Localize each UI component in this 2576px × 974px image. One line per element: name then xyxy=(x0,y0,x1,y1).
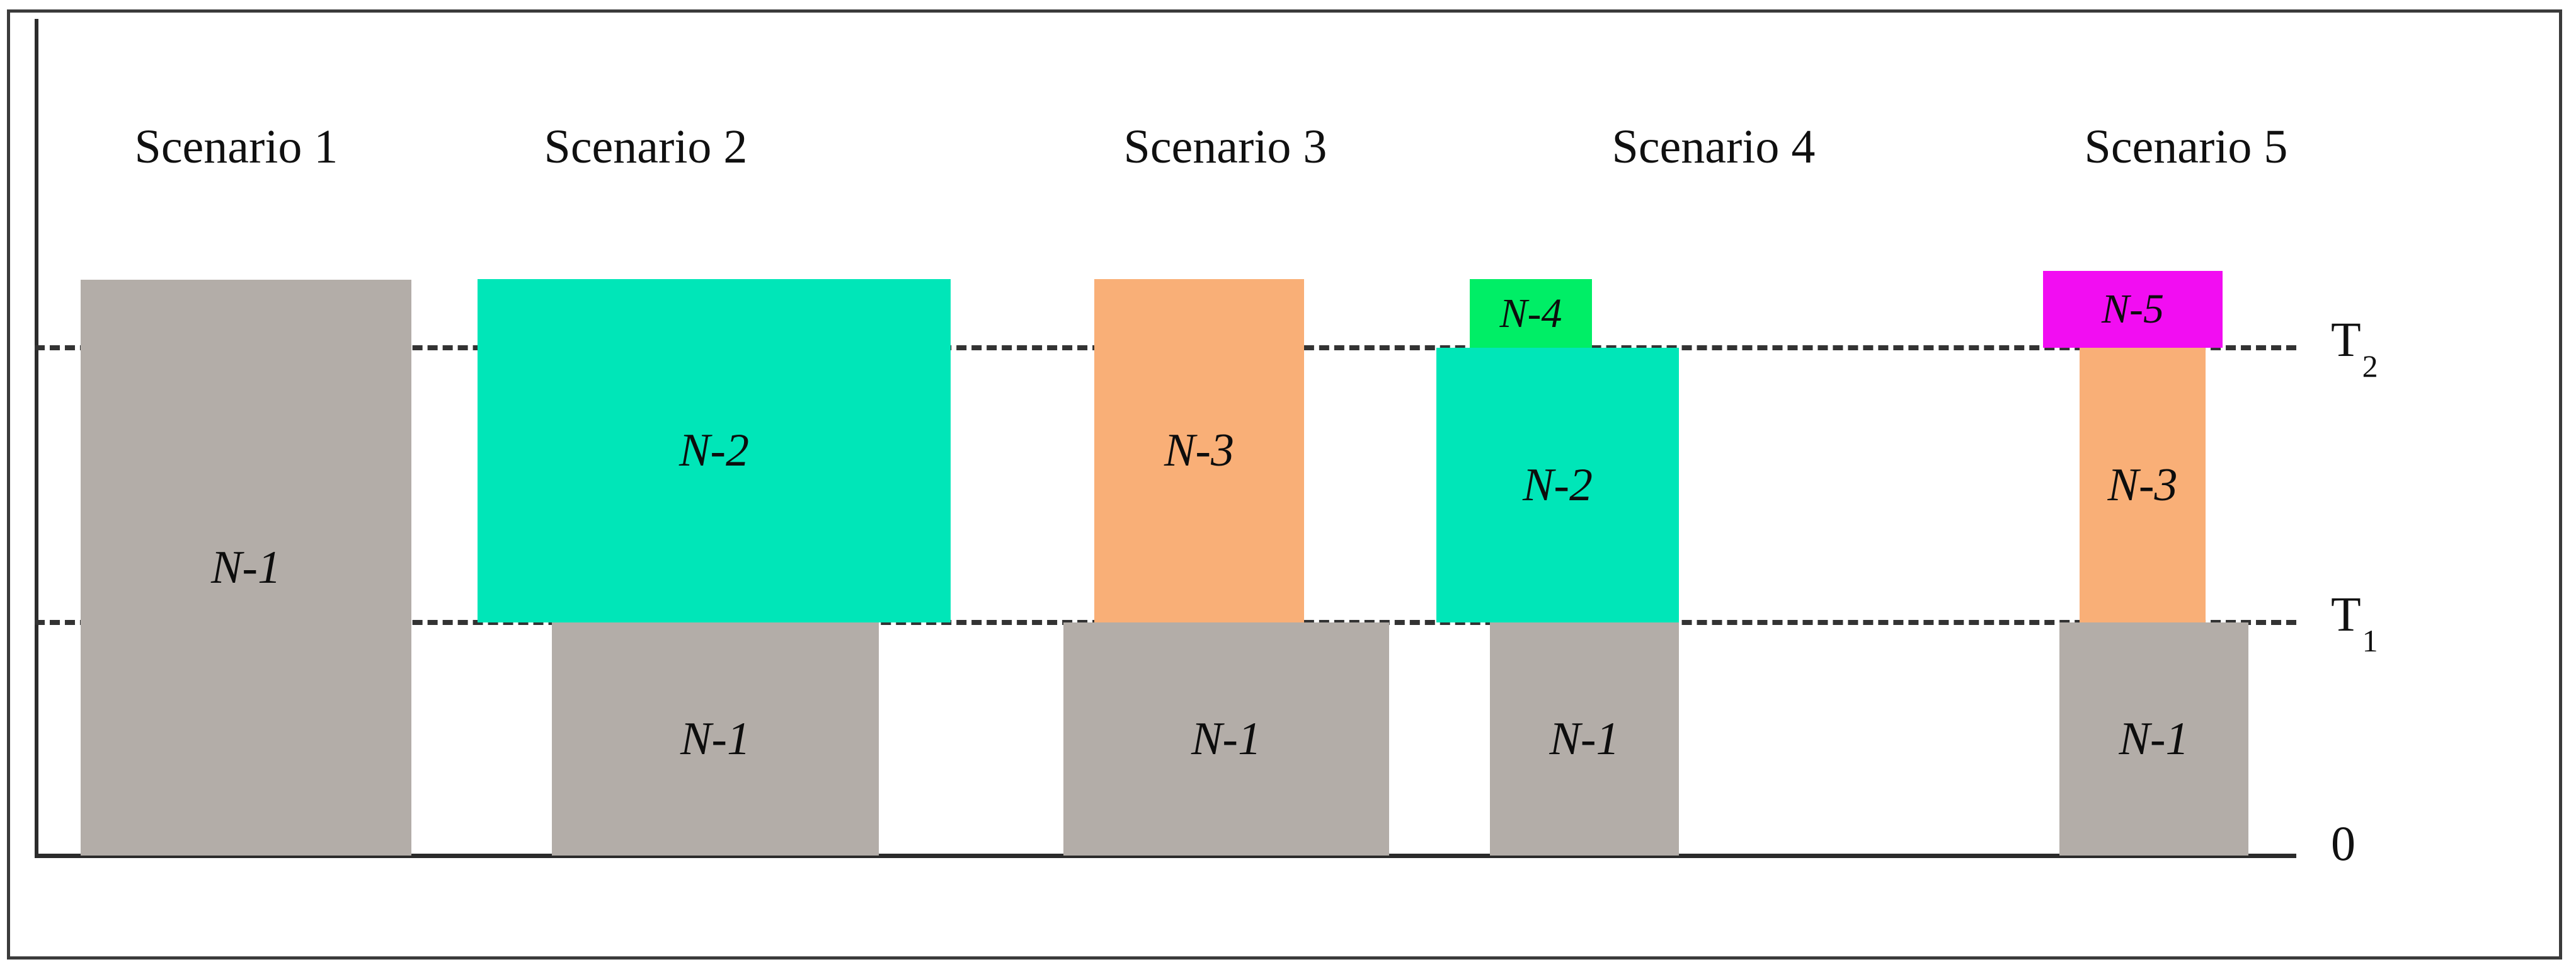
bar-segment-scenario-5-n-1: N-1 xyxy=(2059,622,2248,856)
bar-segment-label: N-1 xyxy=(680,713,750,765)
scenario-label-4: Scenario 4 xyxy=(1611,120,1816,173)
axis-label-t1-base: T xyxy=(2331,587,2361,641)
axis-label-t2: T2 xyxy=(2331,312,2378,382)
bar-segment-scenario-3-n-1: N-1 xyxy=(1063,622,1389,856)
bar-segment-label: N-1 xyxy=(211,541,281,593)
bar-segment-scenario-4-n-2: N-2 xyxy=(1436,348,1679,622)
bar-segment-scenario-5-n-5: N-5 xyxy=(2043,271,2223,348)
bar-segment-label: N-1 xyxy=(1191,713,1261,765)
bar-segment-label: N-3 xyxy=(1164,425,1234,476)
x-axis-baseline xyxy=(35,854,2296,858)
scenario-label-3: Scenario 3 xyxy=(1123,120,1327,173)
bar-segment-scenario-5-n-3: N-3 xyxy=(2080,348,2206,622)
bar-segment-label: N-2 xyxy=(679,425,749,476)
y-axis-line xyxy=(35,19,38,858)
bar-segment-scenario-2-n-1: N-1 xyxy=(552,622,879,856)
bar-segment-scenario-4-n-1: N-1 xyxy=(1490,622,1679,856)
axis-label-t2-base: T xyxy=(2331,312,2361,367)
bar-segment-label: N-1 xyxy=(2119,713,2189,765)
bar-segment-label: N-5 xyxy=(2102,286,2164,332)
bar-segment-scenario-4-n-4: N-4 xyxy=(1470,279,1592,348)
scenario-label-1: Scenario 1 xyxy=(134,120,338,173)
scenario-label-2: Scenario 2 xyxy=(544,120,748,173)
bar-segment-scenario-2-n-2: N-2 xyxy=(478,279,951,622)
bar-segment-scenario-3-n-3: N-3 xyxy=(1094,279,1304,622)
bar-segment-label: N-2 xyxy=(1523,459,1593,511)
scenario-label-5: Scenario 5 xyxy=(2084,120,2288,173)
bar-segment-label: N-1 xyxy=(1549,713,1620,765)
axis-label-t1-sub: 1 xyxy=(2362,622,2378,658)
bar-segment-scenario-1-n-1: N-1 xyxy=(81,280,411,856)
bar-segment-label: N-3 xyxy=(2107,459,2178,511)
axis-label-zero: 0 xyxy=(2331,816,2356,871)
axis-label-t1: T1 xyxy=(2331,587,2378,656)
axis-label-t2-sub: 2 xyxy=(2362,348,2378,384)
bar-segment-label: N-4 xyxy=(1499,290,1562,336)
